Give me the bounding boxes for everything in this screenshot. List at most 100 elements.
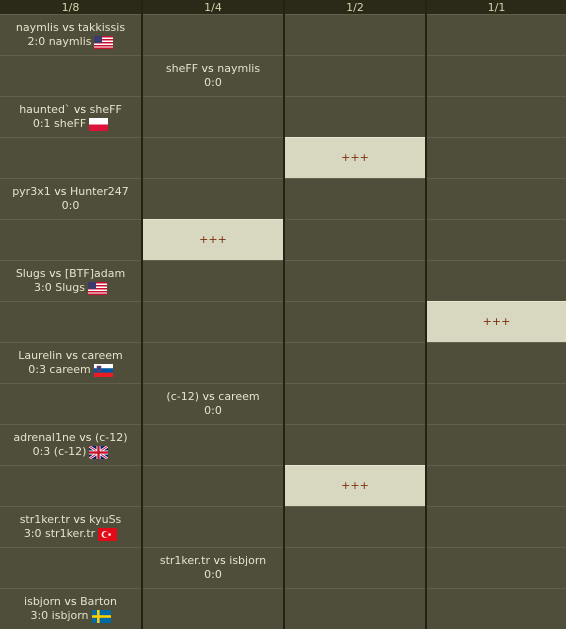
player-name: takkissis (77, 21, 126, 34)
empty-cell (285, 219, 425, 260)
match-cell[interactable]: str1ker.tr vs kyuSs 3:0 str1ker.tr (0, 506, 141, 547)
empty-cell (427, 219, 566, 260)
empty-cell (285, 55, 425, 96)
player-name: isbjorn (229, 554, 267, 567)
player-name: naymlis (15, 21, 59, 34)
empty-cell (427, 547, 566, 588)
empty-cell (143, 96, 283, 137)
empty-cell (143, 342, 283, 383)
empty-cell (427, 178, 566, 219)
empty-cell (285, 383, 425, 424)
match-cell[interactable]: (c-12) vs careem 0:0 (143, 383, 283, 424)
se-flag-icon (91, 609, 111, 623)
pending-match-cell[interactable]: +++ (143, 219, 283, 260)
player-name: str1ker.tr (159, 554, 211, 567)
empty-cell (0, 301, 141, 342)
empty-cell (285, 506, 425, 547)
round-header-1-8: 1/8 (0, 0, 141, 14)
match-result: 0:0 (204, 568, 222, 581)
player-name: sheFF (89, 103, 122, 116)
empty-cell (143, 137, 283, 178)
match-result: 0:0 (204, 76, 222, 89)
empty-cell (143, 588, 283, 629)
player-name: sheFF (165, 62, 199, 75)
match-result: 2:0 naymlis (27, 35, 92, 48)
pending-placeholder: +++ (341, 151, 369, 164)
vs-label: vs (79, 431, 92, 444)
empty-cell (427, 96, 566, 137)
match-result: 0:3 (c-12) (32, 445, 87, 458)
match-result: 3:0 str1ker.tr (23, 527, 96, 540)
match-result: 0:1 sheFF (32, 117, 87, 130)
empty-cell (143, 465, 283, 506)
match-cell[interactable]: haunted` vs sheFF 0:1 sheFF (0, 96, 141, 137)
match-result: 3:0 Slugs (34, 281, 85, 294)
empty-cell (285, 301, 425, 342)
empty-cell (427, 342, 566, 383)
empty-cell (143, 506, 283, 547)
empty-cell (285, 14, 425, 55)
vs-label: vs (201, 62, 214, 75)
gb-flag-icon (89, 445, 109, 459)
round-header-1-2: 1/2 (285, 0, 425, 14)
empty-cell (285, 96, 425, 137)
pending-match-cell[interactable]: +++ (285, 137, 425, 178)
pending-placeholder: +++ (482, 315, 511, 328)
player-name: careem (218, 390, 260, 403)
player-name: naymlis (217, 62, 261, 75)
pending-match-cell[interactable]: +++ (285, 465, 425, 506)
pl-flag-icon (89, 117, 109, 131)
player-name: Laurelin (18, 349, 63, 362)
vs-label: vs (202, 390, 215, 403)
empty-cell (427, 506, 566, 547)
match-cell[interactable]: pyr3x1 vs Hunter247 0:0 (0, 178, 141, 219)
us-flag-icon (87, 281, 107, 295)
empty-cell (285, 342, 425, 383)
match-result: 0:0 (61, 199, 80, 212)
empty-cell (0, 547, 141, 588)
round-header-1-1: 1/1 (427, 0, 566, 14)
player-name: pyr3x1 (12, 185, 51, 198)
empty-cell (0, 219, 141, 260)
match-cell[interactable]: Laurelin vs careem 0:3 careem (0, 342, 141, 383)
vs-label: vs (49, 267, 62, 280)
round-header-1-4: 1/4 (143, 0, 283, 14)
player-name: (c-12) (94, 431, 128, 444)
empty-cell (285, 260, 425, 301)
us-flag-icon (94, 35, 114, 49)
vs-label: vs (54, 185, 67, 198)
player-name: (c-12) (166, 390, 200, 403)
vs-label: vs (62, 21, 75, 34)
empty-cell (427, 14, 566, 55)
player-name: kyuSs (89, 513, 122, 526)
match-cell[interactable]: sheFF vs naymlis 0:0 (143, 55, 283, 96)
empty-cell (0, 55, 141, 96)
empty-cell (285, 178, 425, 219)
empty-cell (427, 424, 566, 465)
empty-cell (143, 301, 283, 342)
match-cell[interactable]: naymlis vs takkissis 2:0 naymlis (0, 14, 141, 55)
match-cell[interactable]: str1ker.tr vs isbjorn 0:0 (143, 547, 283, 588)
empty-cell (285, 547, 425, 588)
tr-flag-icon (98, 527, 118, 541)
match-cell[interactable]: isbjorn vs Barton 3:0 isbjorn (0, 588, 141, 629)
si-flag-icon (93, 363, 113, 377)
empty-cell (0, 383, 141, 424)
pending-placeholder: +++ (199, 233, 227, 246)
empty-cell (427, 465, 566, 506)
empty-cell (427, 588, 566, 629)
match-result: 3:0 isbjorn (30, 609, 89, 622)
player-name: Barton (80, 595, 117, 608)
final-match-cell[interactable]: +++ (427, 301, 566, 342)
empty-cell (285, 588, 425, 629)
empty-cell (0, 137, 141, 178)
vs-label: vs (65, 349, 78, 362)
match-cell[interactable]: Slugs vs [BTF]adam 3:0 Slugs (0, 260, 141, 301)
player-name: haunted` (19, 103, 71, 116)
match-cell[interactable]: adrenal1ne vs (c-12) 0:3 (c-12) (0, 424, 141, 465)
empty-cell (427, 137, 566, 178)
empty-cell (143, 14, 283, 55)
player-name: [BTF]adam (64, 267, 126, 280)
empty-cell (0, 465, 141, 506)
